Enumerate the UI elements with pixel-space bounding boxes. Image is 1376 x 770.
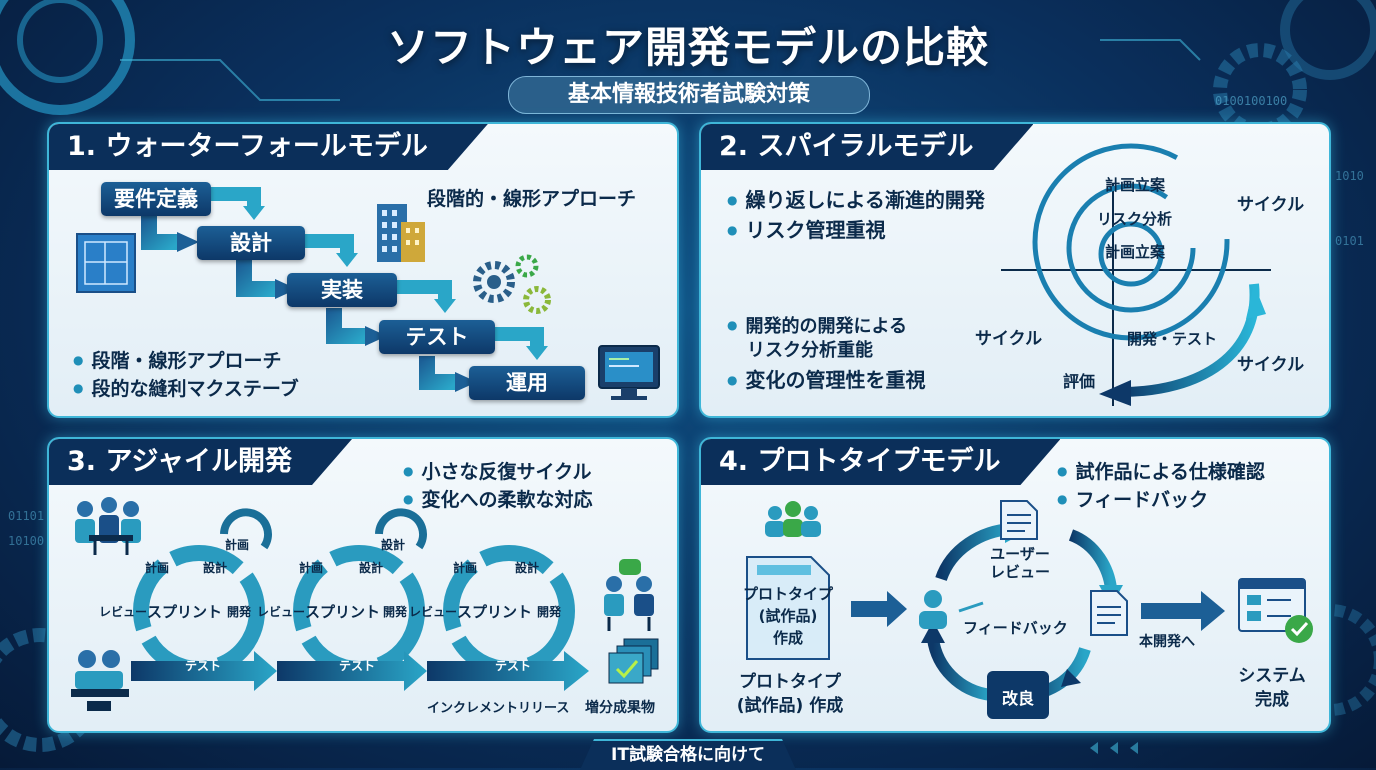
- page-title: ソフトウェア開発モデルの比較: [386, 23, 989, 72]
- sprint2-design: 設計: [359, 561, 384, 575]
- sprint2-test: テスト: [339, 659, 376, 673]
- feedback-document-icon: [1090, 590, 1128, 636]
- sprint2-top: 設計: [381, 538, 406, 552]
- prototype-bullet-2: フィードバック: [1057, 485, 1208, 512]
- sprint3-design: 設計: [515, 561, 540, 575]
- step-design: 設計: [197, 226, 305, 260]
- waterfall-diagram: [76, 187, 660, 400]
- step-operation: 運用: [469, 366, 585, 400]
- spiral-panel: 2. スパイラルモデル 繰り返しによる漸進的開発 リスク管理重視 開発的の開発に…: [699, 122, 1331, 418]
- sprint1-review: レビュー: [99, 605, 148, 619]
- sprint2-review: レビュー: [257, 605, 306, 619]
- prototype-diagram: [746, 500, 1313, 719]
- step-test: テスト: [379, 320, 495, 354]
- system-complete-icon: [1238, 578, 1313, 643]
- svg-text:0101: 0101: [1335, 234, 1364, 248]
- step-implementation: 実装: [287, 273, 397, 307]
- sprint3-plan: 計画: [453, 561, 478, 575]
- spiral-bullet-4: 変化の管理性を重視: [727, 364, 925, 393]
- svg-text:0100100100: 0100100100: [1215, 94, 1287, 108]
- deliverable-icon: [608, 638, 659, 684]
- waterfall-title: 1. ウォーターフォールモデル: [49, 124, 488, 170]
- sprint2-plan: 計画: [299, 561, 324, 575]
- spiral-diagram: [1001, 143, 1271, 406]
- waterfall-bullet-2: 段的な縫利マクステーブ: [73, 374, 298, 401]
- increment-release-label: インクレメントリリース: [427, 701, 570, 716]
- gears-icon: [473, 254, 551, 314]
- spiral-bullet-1: 繰り返しによる漸進的開発: [727, 184, 984, 213]
- spiral-label-plan-outer: 計画立案: [1105, 176, 1166, 194]
- system-complete-line-1: システム: [1238, 666, 1306, 686]
- sprint1-test: テスト: [185, 659, 222, 673]
- svg-text:1010: 1010: [1335, 169, 1364, 183]
- team-meeting-icon: [75, 497, 141, 555]
- sprint1-dev: 開発: [227, 605, 252, 619]
- prototype-bullet-1: 試作品による仕様確認: [1057, 457, 1264, 484]
- sprint3-test: テスト: [495, 659, 532, 673]
- person-icon: [919, 590, 984, 629]
- spiral-label-eval: 評価: [1063, 372, 1096, 391]
- caption-line-1: プロトタイプ: [739, 672, 841, 692]
- agile-bullet-2: 変化への柔軟な対応: [403, 485, 592, 512]
- spiral-bullet-3: 開発的の開発による: [727, 312, 906, 338]
- developers-icon: [71, 650, 129, 711]
- spiral-bullet-3-cont: リスク分析重能: [747, 340, 873, 361]
- agile-diagram: [71, 497, 659, 711]
- sprint2-dev: 開発: [383, 605, 408, 619]
- agile-title: 3. アジャイル開発: [49, 439, 352, 485]
- spiral-title: 2. スパイラルモデル: [701, 124, 1033, 170]
- sprint1-center: スプリント: [147, 603, 223, 621]
- prototype-panel: 4. プロトタイプモデル 試作品による仕様確認 フィードバック プロトタイプ (…: [699, 437, 1331, 733]
- spiral-label-plan-inner: 計画立案: [1105, 243, 1166, 261]
- prototype-title: 4. プロトタイプモデル: [701, 439, 1060, 485]
- spiral-label-cycle-left: サイクル: [975, 329, 1043, 349]
- spiral-label-cycle-bottom: サイクル: [1237, 355, 1305, 375]
- sprint3-center: スプリント: [457, 603, 533, 621]
- spiral-label-cycle-top: サイクル: [1237, 195, 1305, 215]
- blueprint-icon: [76, 233, 136, 293]
- waterfall-heading: 段階的・線形アプローチ: [427, 188, 637, 210]
- improve-label: 改良: [1001, 689, 1034, 708]
- spiral-label-dev-test: 開発・テスト: [1127, 330, 1218, 348]
- svg-text:10100: 10100: [8, 534, 44, 548]
- sprint3-dev: 開発: [537, 605, 562, 619]
- to-main-label: 本開発へ: [1139, 634, 1195, 650]
- doc-line-3: 作成: [772, 629, 803, 647]
- sprint1-top: 計画: [225, 538, 250, 552]
- sprint2-center: スプリント: [305, 603, 381, 621]
- page-subtitle: 基本情報技術者試験対策: [508, 76, 870, 114]
- doc-line-2: (試作品): [758, 607, 818, 625]
- user-review-line-1: ユーザー: [990, 545, 1050, 563]
- spiral-label-risk: リスク分析: [1097, 210, 1173, 228]
- sprint1-design: 設計: [203, 561, 228, 575]
- caption-line-2: (試作品) 作成: [736, 696, 844, 716]
- waterfall-panel: 1. ウォーターフォールモデル 段階的・線形アプローチ 要件定義 設計 実装 テ…: [47, 122, 679, 418]
- step-requirements: 要件定義: [101, 182, 211, 216]
- deliverable-label: 増分成果物: [585, 700, 655, 716]
- chat-people-icon: [604, 559, 654, 631]
- user-review-line-2: レビュー: [989, 563, 1050, 581]
- sprint1-plan: 計画: [145, 561, 170, 575]
- feedback-label: フィードバック: [963, 619, 1068, 637]
- agile-panel: 3. アジャイル開発 小さな反復サイクル 変化への柔軟な対応 計画 計画 設計 …: [47, 437, 679, 733]
- sprint3-review: レビュー: [409, 605, 458, 619]
- building-icon: [377, 204, 425, 262]
- svg-text:01101: 01101: [8, 509, 44, 523]
- waterfall-bullet-1: 段階・線形アプローチ: [73, 346, 281, 373]
- review-document-icon: [1000, 500, 1038, 540]
- prototype-document-icon: [746, 556, 830, 660]
- agile-bullet-1: 小さな反復サイクル: [403, 457, 591, 484]
- users-icon: [765, 501, 821, 537]
- system-complete-line-2: 完成: [1255, 690, 1289, 710]
- footer-banner: IT試験合格に向けて: [580, 739, 796, 770]
- doc-line-1: プロトタイプ: [742, 585, 833, 603]
- monitor-icon: [598, 345, 660, 400]
- spiral-bullet-2: リスク管理重視: [727, 214, 885, 243]
